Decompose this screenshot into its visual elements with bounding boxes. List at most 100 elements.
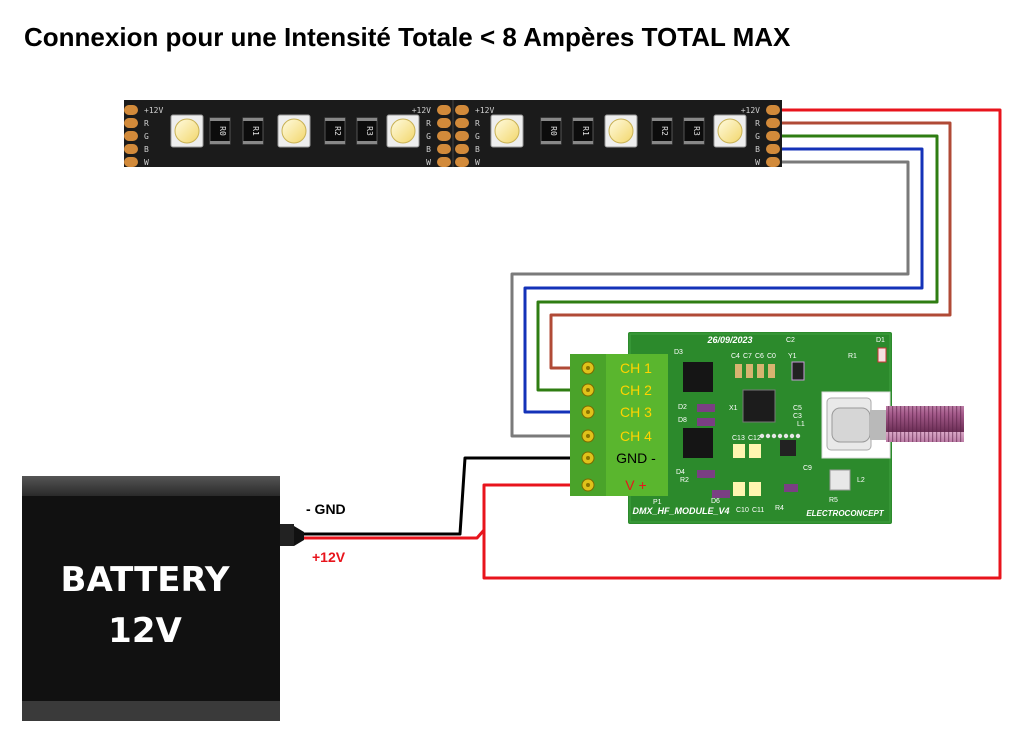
strip-pad-label: B xyxy=(426,145,431,154)
pcb-component-label: R2 xyxy=(680,477,689,484)
strip-pad-label: +12V xyxy=(412,106,431,115)
strip-solder-pad xyxy=(124,118,138,128)
pcb-component-label: L1 xyxy=(797,421,805,428)
strip-resistor-label: R1 xyxy=(251,126,260,136)
strip-solder-pad xyxy=(437,131,451,141)
led-lens xyxy=(717,118,743,144)
pcb-component-label: D6 xyxy=(711,498,720,505)
strip-solder-pad xyxy=(455,157,469,167)
strip-solder-pad xyxy=(455,131,469,141)
pcb-component-label: C5 xyxy=(793,405,802,412)
strip-solder-pad xyxy=(766,105,780,115)
battery-gnd-label: - GND xyxy=(306,501,346,517)
wire-grey-ch4 xyxy=(510,160,910,438)
strip-pad-label: W xyxy=(426,158,431,167)
strip-solder-pad xyxy=(437,105,451,115)
strip-pad-label: R xyxy=(426,119,431,128)
pcb-component-label: P1 xyxy=(653,499,662,506)
pcb-component-label: R5 xyxy=(829,497,838,504)
pcb-component-label: C13 xyxy=(732,435,745,442)
wire-green-ch2 xyxy=(536,134,939,392)
strip-solder-pad xyxy=(437,157,451,167)
strip-pad-label: G xyxy=(475,132,480,141)
strip-solder-pad xyxy=(437,118,451,128)
strip-solder-pad xyxy=(455,118,469,128)
strip-pad-label: W xyxy=(144,158,149,167)
strip-pad-label: +12V xyxy=(144,106,163,115)
strip-pad-label: B xyxy=(755,145,760,154)
pcb-brand: ELECTROCONCEPT xyxy=(806,509,884,518)
terminal-block: CH 1 CH 2 CH 3 CH 4 GND - V + xyxy=(570,354,668,496)
strip-pad-label: B xyxy=(144,145,149,154)
pcb-component-label: L2 xyxy=(857,477,865,484)
coax-cable xyxy=(886,406,964,442)
pcb-component-label: D8 xyxy=(678,417,687,424)
strip-solder-pad xyxy=(766,157,780,167)
strip-solder-pad xyxy=(124,144,138,154)
led-lens xyxy=(494,118,520,144)
led-lens xyxy=(608,118,634,144)
led-lens xyxy=(390,118,416,144)
pcb-component-label: D2 xyxy=(678,404,687,411)
pcb-date: 26/09/2023 xyxy=(706,335,752,345)
led-lens xyxy=(281,118,307,144)
pcb-component-label: C9 xyxy=(803,465,812,472)
wire-blue-ch3 xyxy=(523,147,924,414)
page-title: Connexion pour une Intensité Totale < 8 … xyxy=(24,22,791,52)
strip-solder-pad xyxy=(766,144,780,154)
strip-pad-label: R xyxy=(144,119,149,128)
pcb-name: DMX_HF_MODULE_V4 xyxy=(632,506,729,516)
pcb-component-label: R4 xyxy=(775,505,784,512)
pcb-component-label: C0 xyxy=(767,353,776,360)
strip-pad-label: W xyxy=(755,158,760,167)
battery-plus-label: +12V xyxy=(312,549,346,565)
pcb-component-label: D4 xyxy=(676,469,685,476)
strip-pad-label: G xyxy=(426,132,431,141)
pcb-component-label: D1 xyxy=(876,337,885,344)
terminal-label: CH 3 xyxy=(620,404,652,420)
led-lens xyxy=(174,118,200,144)
strip-solder-pad xyxy=(455,144,469,154)
battery: BATTERY 12V xyxy=(22,476,304,721)
pcb-component-label: R1 xyxy=(848,353,857,360)
strip-pad-label: G xyxy=(755,132,760,141)
pcb-component-label: C10 xyxy=(736,507,749,514)
strip-solder-pad xyxy=(766,131,780,141)
terminal-label: GND - xyxy=(616,450,656,466)
pcb-component-label: D3 xyxy=(674,349,683,356)
strip-pad-label: R xyxy=(475,119,480,128)
strip-pad-label: R xyxy=(755,119,760,128)
pcb-component-label: C6 xyxy=(755,353,764,360)
pcb-component-label: Y1 xyxy=(788,353,797,360)
terminal-label: V + xyxy=(625,477,646,493)
strip-solder-pad xyxy=(124,131,138,141)
wires xyxy=(300,108,1002,580)
strip-solder-pad xyxy=(437,144,451,154)
strip-resistor-label: R3 xyxy=(692,126,701,136)
pcb-component-label: C3 xyxy=(793,413,802,420)
strip-pad-label: B xyxy=(475,145,480,154)
strip-pad-label: +12V xyxy=(741,106,760,115)
strip-pad-label: G xyxy=(144,132,149,141)
pcb-component-label: X1 xyxy=(729,405,738,412)
strip-resistor-label: R1 xyxy=(581,126,590,136)
battery-label-line1: BATTERY xyxy=(61,560,230,600)
pcb-component-label: C7 xyxy=(743,353,752,360)
battery-label-line2: 12V xyxy=(108,611,182,651)
pcb-component-label: C4 xyxy=(731,353,740,360)
strip-solder-pad xyxy=(455,105,469,115)
wire-red-battery xyxy=(300,529,486,540)
terminal-label: CH 4 xyxy=(620,428,652,444)
strip-pad-label: W xyxy=(475,158,480,167)
strip-solder-pad xyxy=(766,118,780,128)
wire-brown-ch1 xyxy=(549,121,952,370)
strip-solder-pad xyxy=(124,105,138,115)
pcb-component-label: C12 xyxy=(748,435,761,442)
terminal-label: CH 2 xyxy=(620,382,652,398)
terminal-label: CH 1 xyxy=(620,360,652,376)
pcb-component-label: C2 xyxy=(786,337,795,344)
strip-resistor-label: R0 xyxy=(218,126,227,136)
